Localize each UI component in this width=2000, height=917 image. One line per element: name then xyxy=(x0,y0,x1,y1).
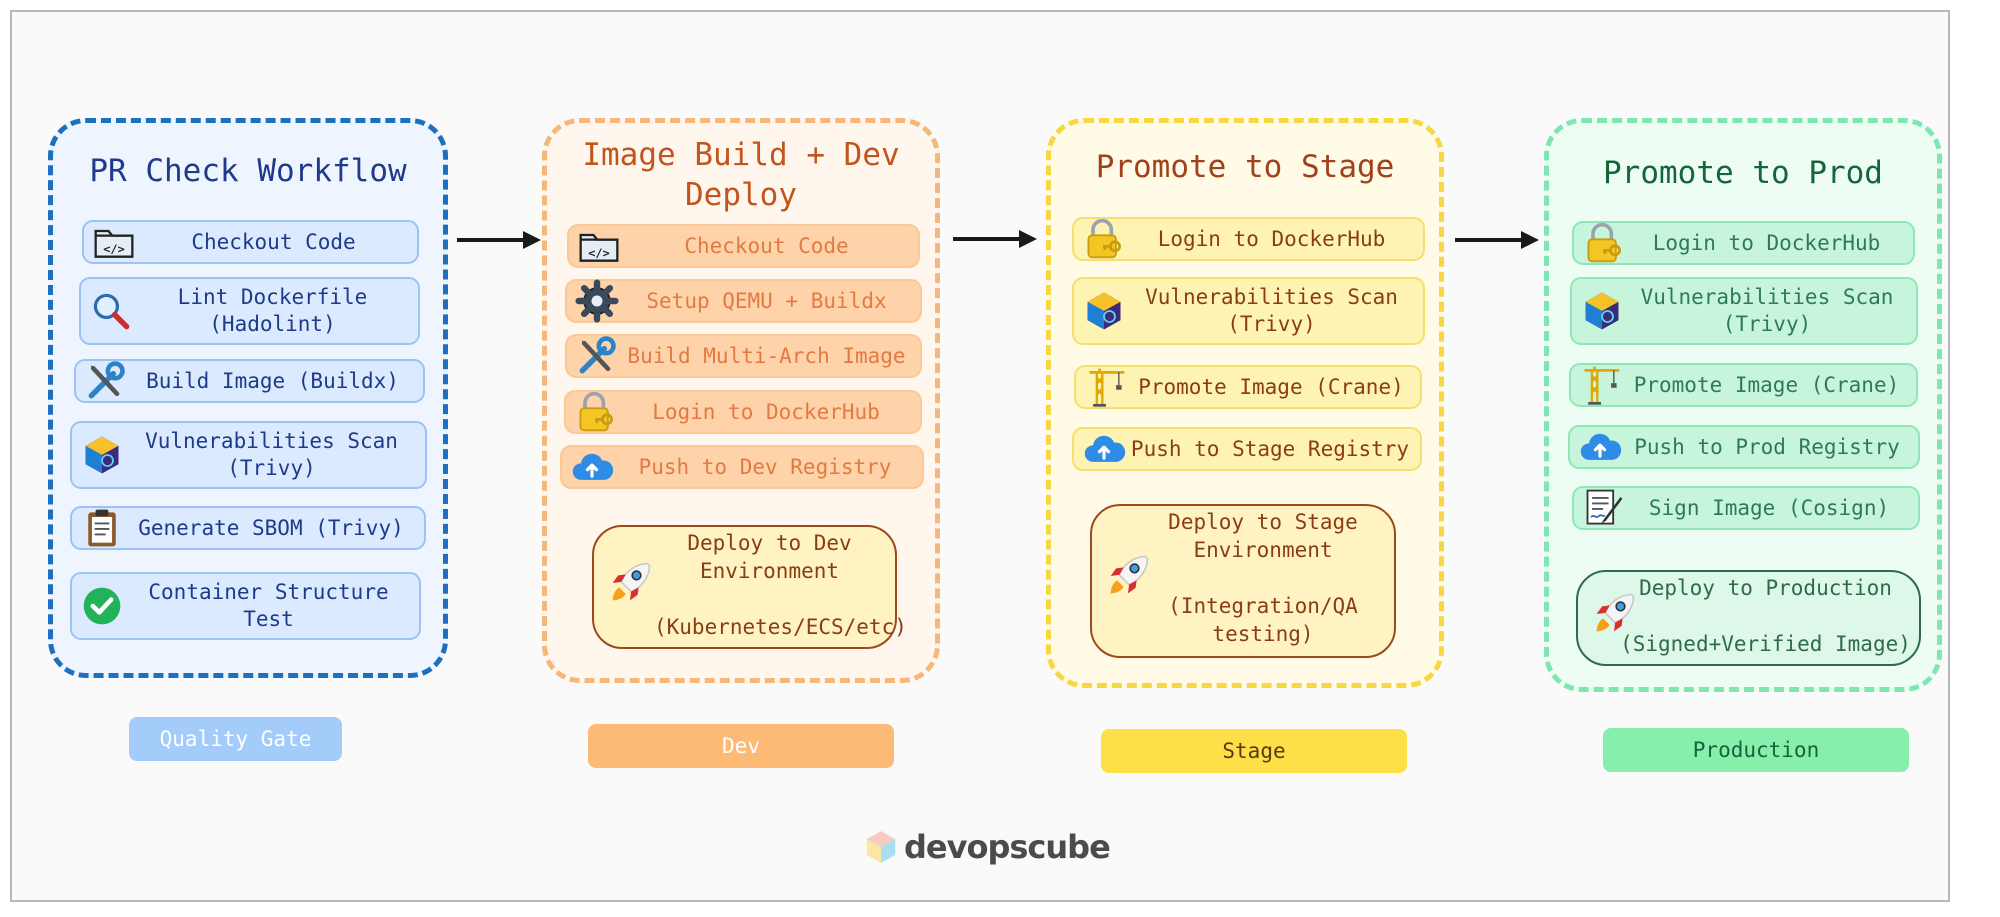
step-sign-image-cosign: Sign Image (Cosign) xyxy=(1572,486,1920,530)
deploy-to-production-box: Deploy to Production (Signed+Verified Im… xyxy=(1576,570,1921,666)
flow-arrow-2 xyxy=(953,230,1037,248)
deploy-to-dev-box: Deploy to Dev Environment (Kubernetes/EC… xyxy=(592,525,907,649)
step-build-multi-arch-image: Build Multi-Arch Image xyxy=(565,334,922,378)
step-label: Vulnerabilities Scan (Trivy) xyxy=(1145,285,1398,336)
quality-gate-badge: Quality Gate xyxy=(129,717,342,761)
step-label: Sign Image (Cosign) xyxy=(1648,495,1890,520)
crane-icon xyxy=(1577,361,1625,409)
step-push-to-stage-registry: Push to Stage Registry xyxy=(1072,427,1422,471)
cube-logo-icon xyxy=(866,831,896,863)
deploy-to-stage-box: Deploy to Stage Environment (Integration… xyxy=(1090,504,1396,658)
step-label: Promote Image (Crane) xyxy=(1138,374,1404,399)
step-push-to-dev-registry: Push to Dev Registry xyxy=(560,445,924,489)
trivy-cube-icon xyxy=(1080,287,1128,335)
column-title: Promote to Stage xyxy=(1095,149,1395,185)
step-label: Vulnerabilities Scan (Trivy) xyxy=(145,429,398,480)
rocket-icon xyxy=(1596,593,1635,632)
tools-icon xyxy=(82,357,130,405)
rocket-icon xyxy=(612,562,651,601)
dev-badge: Dev xyxy=(588,724,894,768)
deploy-label: Deploy to Production (Signed+Verified Im… xyxy=(1620,576,1911,656)
step-setup-qemu-buildx: Setup QEMU + Buildx xyxy=(565,279,922,323)
step-login-dockerhub: Login to DockerHub xyxy=(564,390,922,434)
flow-arrow-1 xyxy=(457,231,541,249)
step-label: Lint Dockerfile (Hadolint) xyxy=(177,285,368,336)
svg-text:</>: </> xyxy=(103,242,125,256)
check-circle-icon xyxy=(78,582,126,630)
step-login-dockerhub: Login to DockerHub xyxy=(1072,217,1425,261)
step-label: Container Structure Test xyxy=(148,580,389,631)
column-title: Image Build + Dev Deploy xyxy=(582,137,900,213)
step-label: Promote Image (Crane) xyxy=(1633,372,1900,397)
step-checkout-code: </> Checkout Code xyxy=(82,220,419,264)
step-label: Push to Dev Registry xyxy=(638,454,892,479)
step-label: Checkout Code xyxy=(191,229,356,254)
code-folder-icon: </> xyxy=(90,218,138,266)
sign-document-icon xyxy=(1580,484,1628,532)
lock-key-icon xyxy=(572,388,620,436)
devopscube-logo: devopscube xyxy=(862,827,1111,867)
lock-key-icon xyxy=(1580,219,1628,267)
production-badge: Production xyxy=(1603,728,1909,772)
logo-text: devopscube xyxy=(904,828,1111,866)
trivy-cube-icon xyxy=(1578,287,1626,335)
cloud-upload-icon xyxy=(568,443,616,491)
step-vulnerabilities-scan: Vulnerabilities Scan (Trivy) xyxy=(70,421,427,489)
column-title: Promote to Prod xyxy=(1603,155,1883,191)
code-folder-icon: </> xyxy=(575,222,623,270)
flow-arrow-3 xyxy=(1455,231,1539,249)
rocket-icon xyxy=(1110,555,1149,594)
step-build-image: Build Image (Buildx) xyxy=(74,359,425,403)
step-label: Login to DockerHub xyxy=(652,399,880,424)
step-container-structure-test: Container Structure Test xyxy=(70,572,421,640)
step-label: Generate SBOM (Trivy) xyxy=(138,515,404,540)
step-push-to-prod-registry: Push to Prod Registry xyxy=(1568,425,1920,469)
step-vulnerabilities-scan: Vulnerabilities Scan (Trivy) xyxy=(1072,277,1425,345)
step-label: Push to Stage Registry xyxy=(1130,436,1410,461)
step-generate-sbom: Generate SBOM (Trivy) xyxy=(70,506,426,550)
gear-icon xyxy=(573,277,621,325)
step-label: Setup QEMU + Buildx xyxy=(646,288,887,313)
step-lint-dockerfile: Lint Dockerfile (Hadolint) xyxy=(79,277,420,345)
step-label: Build Image (Buildx) xyxy=(146,368,399,393)
cloud-upload-icon xyxy=(1576,423,1624,471)
deploy-label: Deploy to Stage Environment (Integration… xyxy=(1168,510,1358,646)
step-promote-image-crane: Promote Image (Crane) xyxy=(1074,365,1422,409)
column-title: PR Check Workflow xyxy=(89,153,407,189)
tools-icon xyxy=(573,332,621,380)
step-label: Push to Prod Registry xyxy=(1634,434,1900,459)
svg-text:</>: </> xyxy=(588,246,610,260)
stage-badge: Stage xyxy=(1101,729,1407,773)
step-vulnerabilities-scan: Vulnerabilities Scan (Trivy) xyxy=(1570,277,1918,345)
deploy-label: Deploy to Dev Environment (Kubernetes/EC… xyxy=(654,531,907,639)
trivy-cube-icon xyxy=(78,431,126,479)
step-login-dockerhub: Login to DockerHub xyxy=(1572,221,1915,265)
crane-icon xyxy=(1082,363,1130,411)
step-label: Vulnerabilities Scan (Trivy) xyxy=(1640,285,1894,336)
step-label: Login to DockerHub xyxy=(1157,226,1386,251)
magnifier-icon xyxy=(87,287,135,335)
step-promote-image-crane: Promote Image (Crane) xyxy=(1569,363,1918,407)
cloud-upload-icon xyxy=(1080,425,1128,473)
step-label: Build Multi-Arch Image xyxy=(627,343,906,368)
step-label: Login to DockerHub xyxy=(1652,230,1881,255)
lock-key-icon xyxy=(1080,215,1128,263)
clipboard-icon xyxy=(78,504,126,552)
step-checkout-code: </> Checkout Code xyxy=(567,224,920,268)
step-label: Checkout Code xyxy=(684,233,849,258)
